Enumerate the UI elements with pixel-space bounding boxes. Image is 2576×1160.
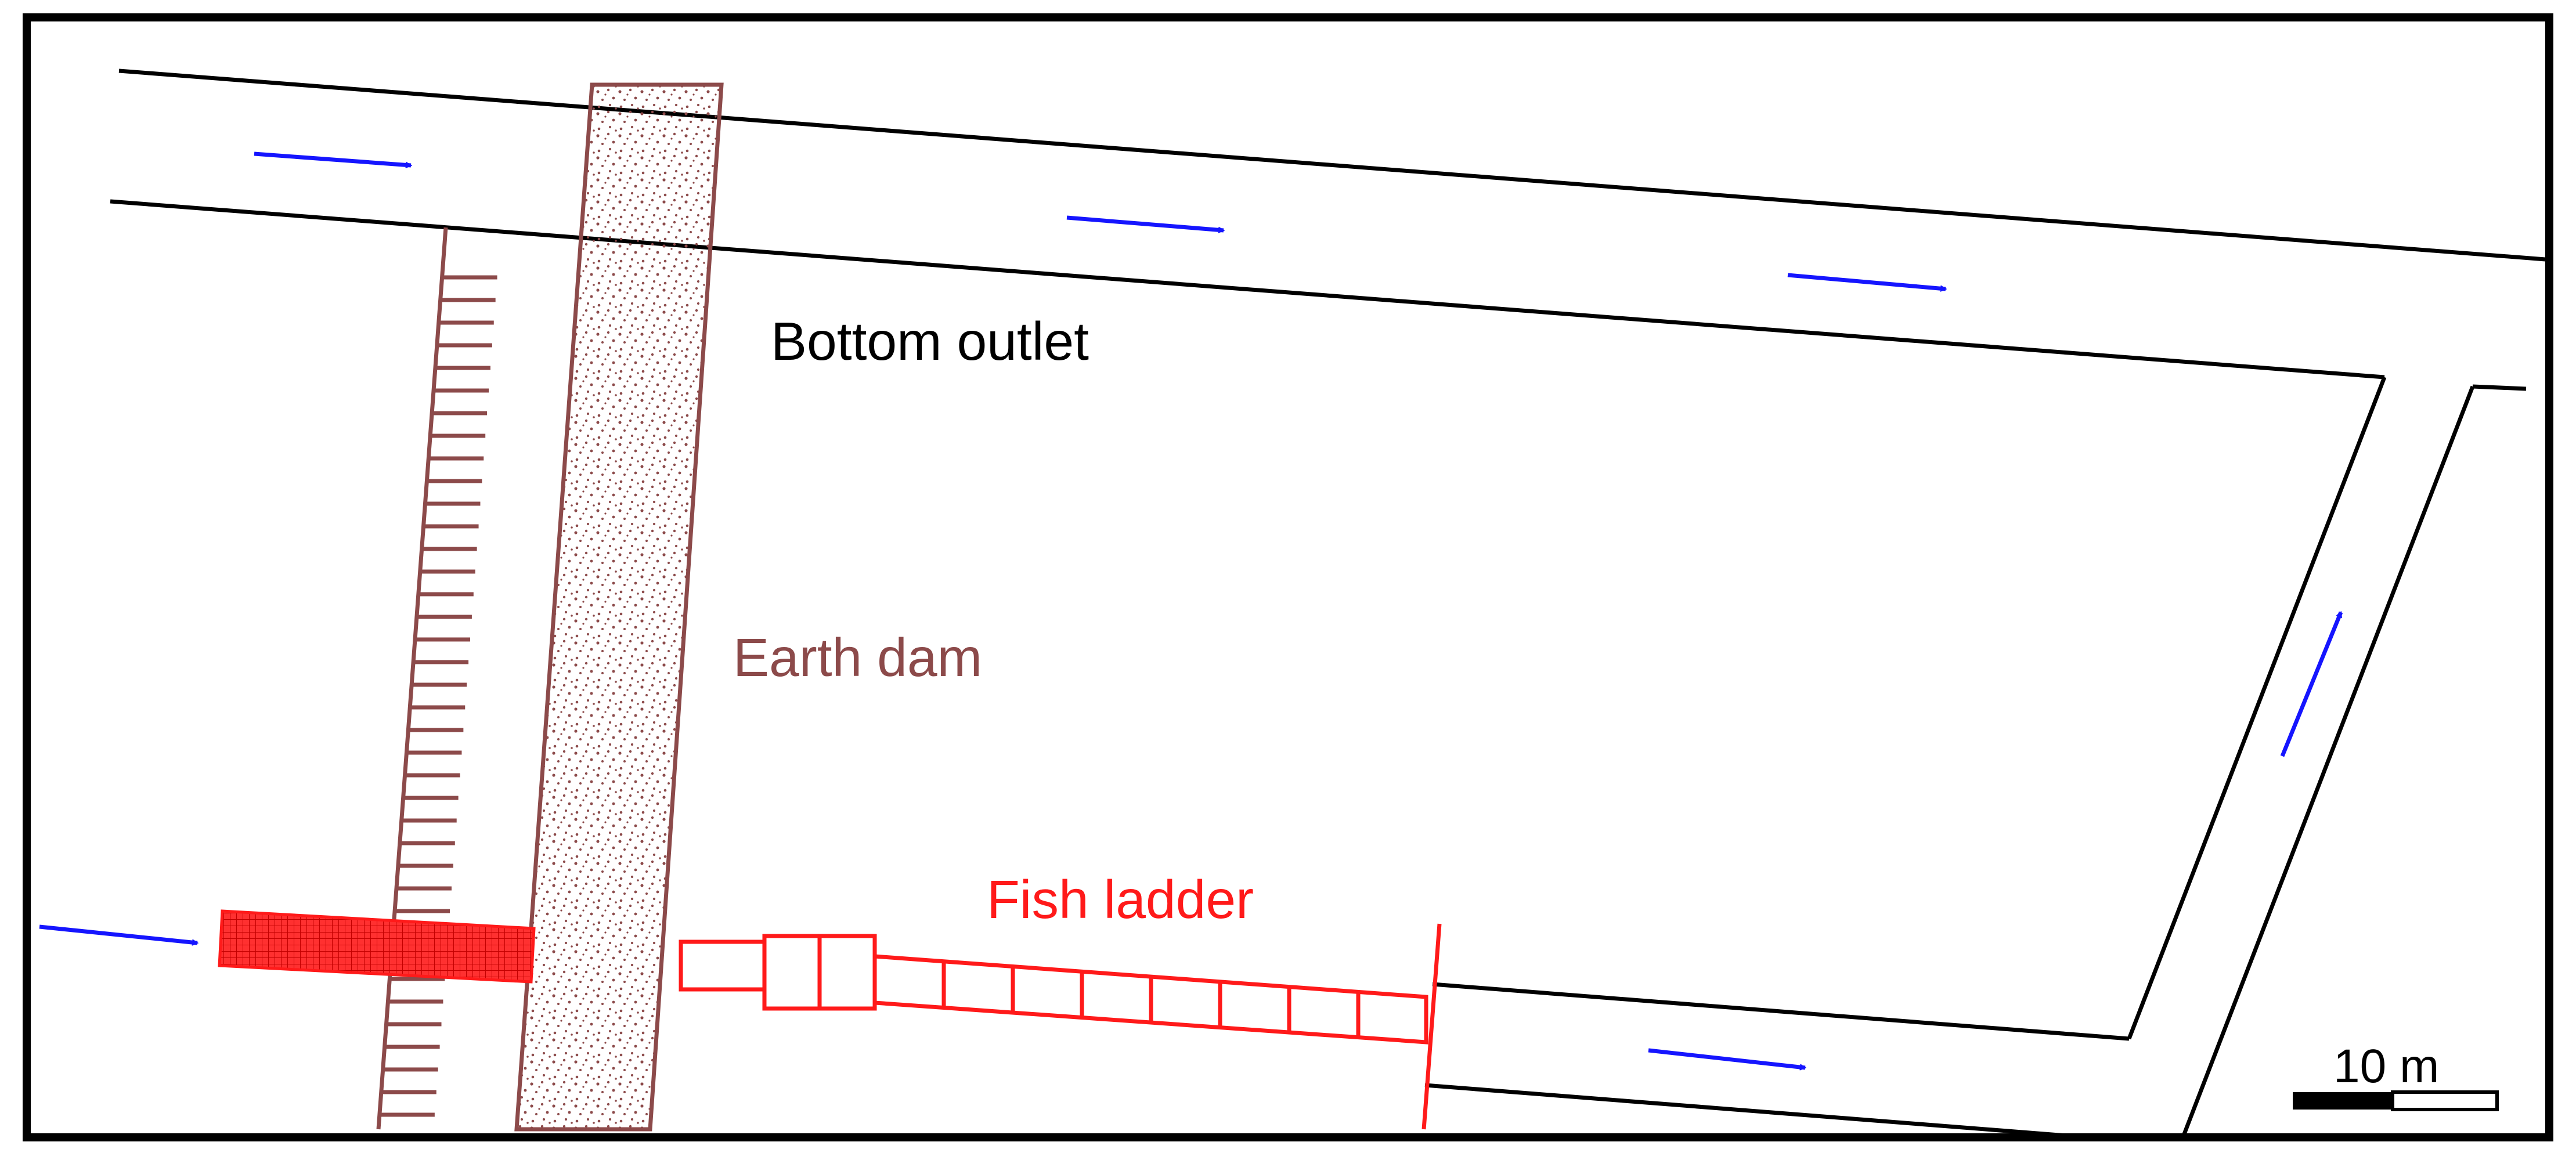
fish-ladder-screen [218,909,536,984]
earth-dam [514,82,724,1132]
arrow-right-icon [1066,215,1224,230]
scale-bar: 10 m [2293,1040,2499,1111]
arrow-right-icon [1787,273,1946,289]
fish-ladder-pool-channel [872,954,1428,1045]
fish-ladder [218,909,1442,1130]
label-bottom-outlet: Bottom outlet [771,311,1089,371]
lower-channel-bottom-bank [1424,1083,2067,1138]
flow-arrows [39,151,2343,1068]
earth-dam-fill [514,82,724,1132]
gauge-axis [376,227,448,1130]
upper-channel [110,68,2546,380]
figure-frame [23,13,2553,1141]
lower-channel-top-bank [1432,982,2130,1041]
bypass-channel-outer-cap [2472,384,2527,391]
gauge-ticks [379,275,497,1117]
fish-ladder-basin-large-1 [762,934,822,1011]
upper-channel-bottom-bank [110,199,2385,380]
gauge-scale [376,227,497,1130]
arrow-right-icon [39,924,197,943]
bypass-channel [2127,376,2527,1140]
lower-channel [1424,982,2130,1138]
fish-ladder-end-wall [1422,923,1442,1130]
arrow-right-icon [1648,1048,1805,1068]
label-fish-ladder: Fish ladder [987,869,1254,930]
scale-bar-label: 10 m [2333,1040,2439,1093]
upper-channel-top-bank [118,68,2546,262]
fish-ladder-entrance [679,939,767,992]
arrow-right-icon [254,151,411,165]
scale-bar-white-segment [2391,1090,2499,1111]
fish-ladder-basin-large-2 [817,934,877,1011]
bypass-channel-inner-bank [2127,376,2387,1040]
label-earth-dam: Earth dam [733,627,982,688]
bypass-channel-outer-bank [2180,385,2475,1140]
arrow-up-icon [2280,612,2343,757]
fish-ladder-weirs [941,961,1361,1038]
scale-bar-black-segment [2293,1092,2393,1110]
